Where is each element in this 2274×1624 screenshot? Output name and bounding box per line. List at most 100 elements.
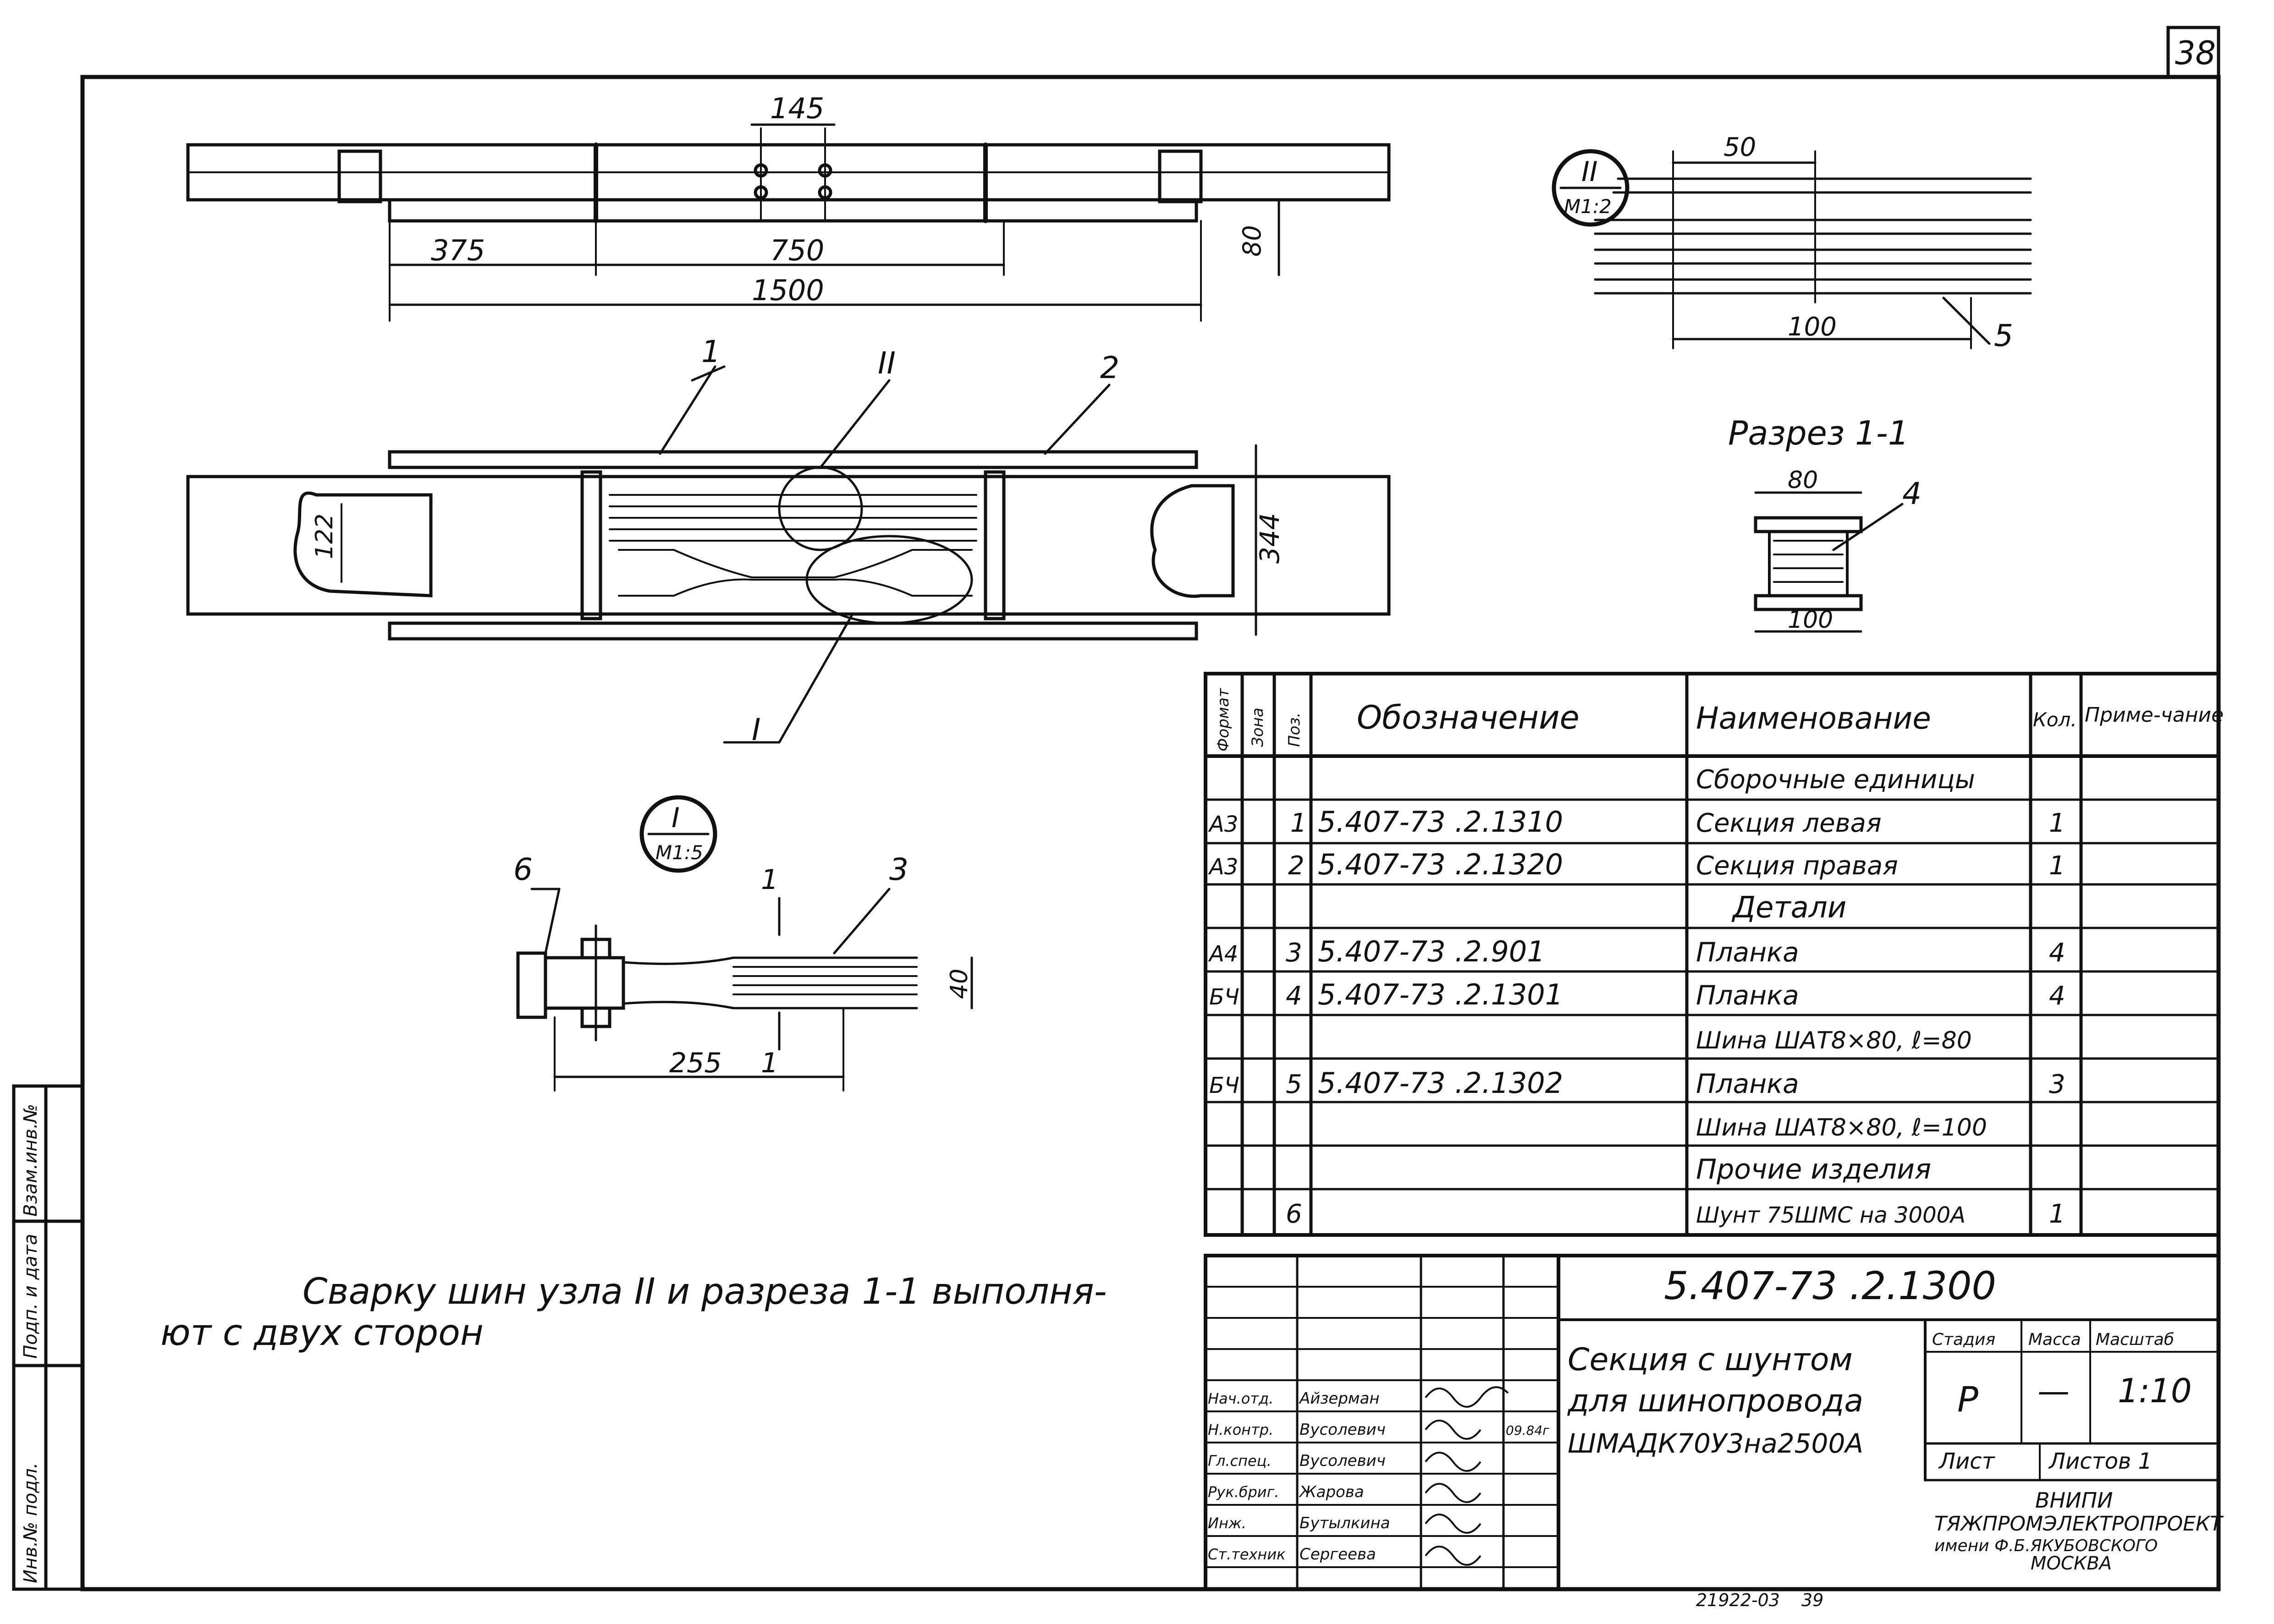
spec-row-2-name: Секция левая — [1696, 808, 1882, 838]
stage-header: Стадия — [1932, 1330, 1995, 1349]
top-view — [186, 123, 1391, 322]
cut-mark-bottom: 1 — [761, 1047, 778, 1079]
spec-row-6-qty: 4 — [2049, 981, 2065, 1011]
spec-row-2-qty: 1 — [2049, 808, 2065, 838]
spec-row-1-name: Сборочные единицы — [1696, 765, 1975, 795]
scale-header: Масштаб — [2096, 1330, 2174, 1349]
org-line-1: ВНИПИ — [2035, 1488, 2113, 1513]
sig-role-6: Ст.техник — [1208, 1546, 1286, 1563]
spec-header-qty: Кол. — [2033, 708, 2077, 731]
spec-row-11-pos: 6 — [1286, 1199, 1302, 1229]
spec-row-5-designation: 5.407-73 .2.901 — [1318, 935, 1545, 968]
note-block: Сварку шин узла II и разреза 1-1 выполня… — [160, 1271, 1107, 1354]
stage-value: Р — [1957, 1379, 1978, 1420]
node-I-bottom: М1:5 — [655, 841, 703, 864]
designation-code: 5.407-73 .2.1300 — [1664, 1263, 1996, 1308]
sig-role-4: Рук.бриг. — [1208, 1483, 1279, 1501]
spec-header-zone: Зона — [1249, 708, 1267, 747]
leader-I: I — [752, 712, 760, 747]
sig-date-2: 09.84г — [1506, 1423, 1549, 1438]
section-title: Разрез 1-1 — [1728, 414, 1909, 452]
title-line-3: ШМАДК70У3на2500А — [1568, 1428, 1863, 1459]
leader-5: 5 — [1994, 318, 2013, 353]
title-line-2: для шинопровода — [1567, 1383, 1863, 1419]
org-line-4: МОСКВА — [2031, 1553, 2112, 1574]
dim-122: 122 — [311, 514, 338, 559]
spec-row-11-name: Шунт 75ШМС на 3000А — [1696, 1202, 1966, 1228]
spec-row-6-format: БЧ — [1209, 984, 1239, 1010]
spec-row-2-designation: 5.407-73 .2.1310 — [1318, 805, 1563, 839]
spec-row-5-format: А4 — [1208, 941, 1238, 967]
spec-header-designation: Обозначение — [1357, 699, 1580, 736]
dim-375: 375 — [431, 234, 485, 267]
dim-255: 255 — [669, 1047, 722, 1079]
sig-name-2: Вусолевич — [1299, 1421, 1386, 1439]
dim-40: 40 — [946, 969, 973, 999]
cut-mark-top: 1 — [761, 864, 778, 896]
leader-2: 2 — [1100, 350, 1119, 385]
dim-80-top: 80 — [1238, 225, 1266, 257]
sig-name-3: Вусолевич — [1299, 1452, 1386, 1470]
spec-header-name: Наименование — [1696, 701, 1931, 736]
spec-row-8-name: Планка — [1696, 1068, 1799, 1099]
detail-node-II — [1552, 149, 2032, 349]
section-1-1 — [1754, 491, 1904, 633]
spec-header-format: Формат — [1214, 688, 1233, 752]
archive-number: 21922-03 — [1696, 1590, 1780, 1610]
handwritten-signatures — [1425, 1386, 1509, 1566]
title-block: 5.407-73 .2.1300 Секция с шунтом для шин… — [1208, 1263, 2224, 1610]
spec-row-5-name: Планка — [1696, 937, 1799, 968]
sheet-label: Лист — [1938, 1448, 1996, 1474]
dim-1500: 1500 — [752, 274, 824, 307]
dim-100-section: 100 — [1788, 606, 1833, 634]
note-line-2: ют с двух сторон — [160, 1312, 484, 1354]
scale-value: 1:10 — [2118, 1372, 2192, 1410]
dim-750: 750 — [770, 234, 824, 267]
spec-row-10-name: Прочие изделия — [1696, 1153, 1931, 1185]
node-I-top: I — [672, 802, 680, 834]
title-block-grid — [1204, 1254, 2220, 1591]
detail-node-I — [516, 795, 973, 1092]
side-stamp-labels: Инв.№ подл. Подп. и дата Взам.инв.№ — [20, 1104, 41, 1583]
plan-view — [186, 365, 1391, 744]
spec-row-6-pos: 4 — [1286, 981, 1302, 1011]
leader-4: 4 — [1902, 476, 1922, 511]
org-line-3: имени Ф.Б.ЯКУБОВСКОГО — [1934, 1536, 2158, 1555]
dim-100-detail: 100 — [1788, 312, 1837, 342]
node-II-bottom: М1:2 — [1564, 195, 1612, 218]
spec-row-5-qty: 4 — [2049, 938, 2065, 968]
spec-table: Формат Зона Поз. Обозначение Наименовани… — [1208, 688, 2224, 1229]
side-stamp — [12, 1084, 84, 1591]
spec-row-11-qty: 1 — [2049, 1199, 2065, 1229]
sig-name-1: Айзерман — [1299, 1389, 1380, 1408]
side-stamp-repl: Взам.инв.№ — [20, 1104, 41, 1217]
spec-row-5-pos: 3 — [1286, 938, 1302, 968]
spec-row-8-format: БЧ — [1209, 1073, 1239, 1098]
spec-row-6-name: Планка — [1696, 980, 1799, 1011]
spec-row-3-pos: 2 — [1288, 851, 1305, 881]
note-line-1: Сварку шин узла II и разреза 1-1 выполня… — [303, 1271, 1107, 1312]
sig-role-1: Нач.отд. — [1208, 1390, 1273, 1407]
leader-II: II — [878, 346, 896, 381]
dim-145: 145 — [770, 92, 824, 125]
mass-value: — — [2037, 1372, 2070, 1410]
archive-sheet: 39 — [1801, 1590, 1823, 1610]
title-line-1: Секция с шунтом — [1568, 1342, 1853, 1378]
leader-3: 3 — [889, 852, 908, 887]
spec-row-9-name: Шина ШАТ8×80, ℓ=100 — [1696, 1114, 1987, 1141]
spec-row-8-qty: 3 — [2049, 1070, 2065, 1099]
spec-row-2-pos: 1 — [1290, 808, 1307, 838]
dim-80-section: 80 — [1788, 466, 1818, 494]
drawing-labels: 38 145 375 750 1500 80 122 344 1 II 2 I … — [311, 34, 2216, 1079]
sheets-label: Листов 1 — [2048, 1448, 2152, 1474]
mass-header: Масса — [2028, 1330, 2081, 1349]
spec-row-6-designation: 5.407-73 .2.1301 — [1318, 978, 1563, 1011]
spec-header-note: Приме-чание — [2085, 703, 2224, 727]
spec-row-3-name: Секция правая — [1696, 851, 1898, 881]
sig-name-4: Жарова — [1299, 1483, 1364, 1501]
node-II-top: II — [1581, 156, 1597, 188]
spec-row-2-format: А3 — [1208, 812, 1238, 837]
spec-row-7-name: Шина ШАТ8×80, ℓ=80 — [1696, 1027, 1972, 1054]
page-number-box — [2166, 26, 2220, 79]
